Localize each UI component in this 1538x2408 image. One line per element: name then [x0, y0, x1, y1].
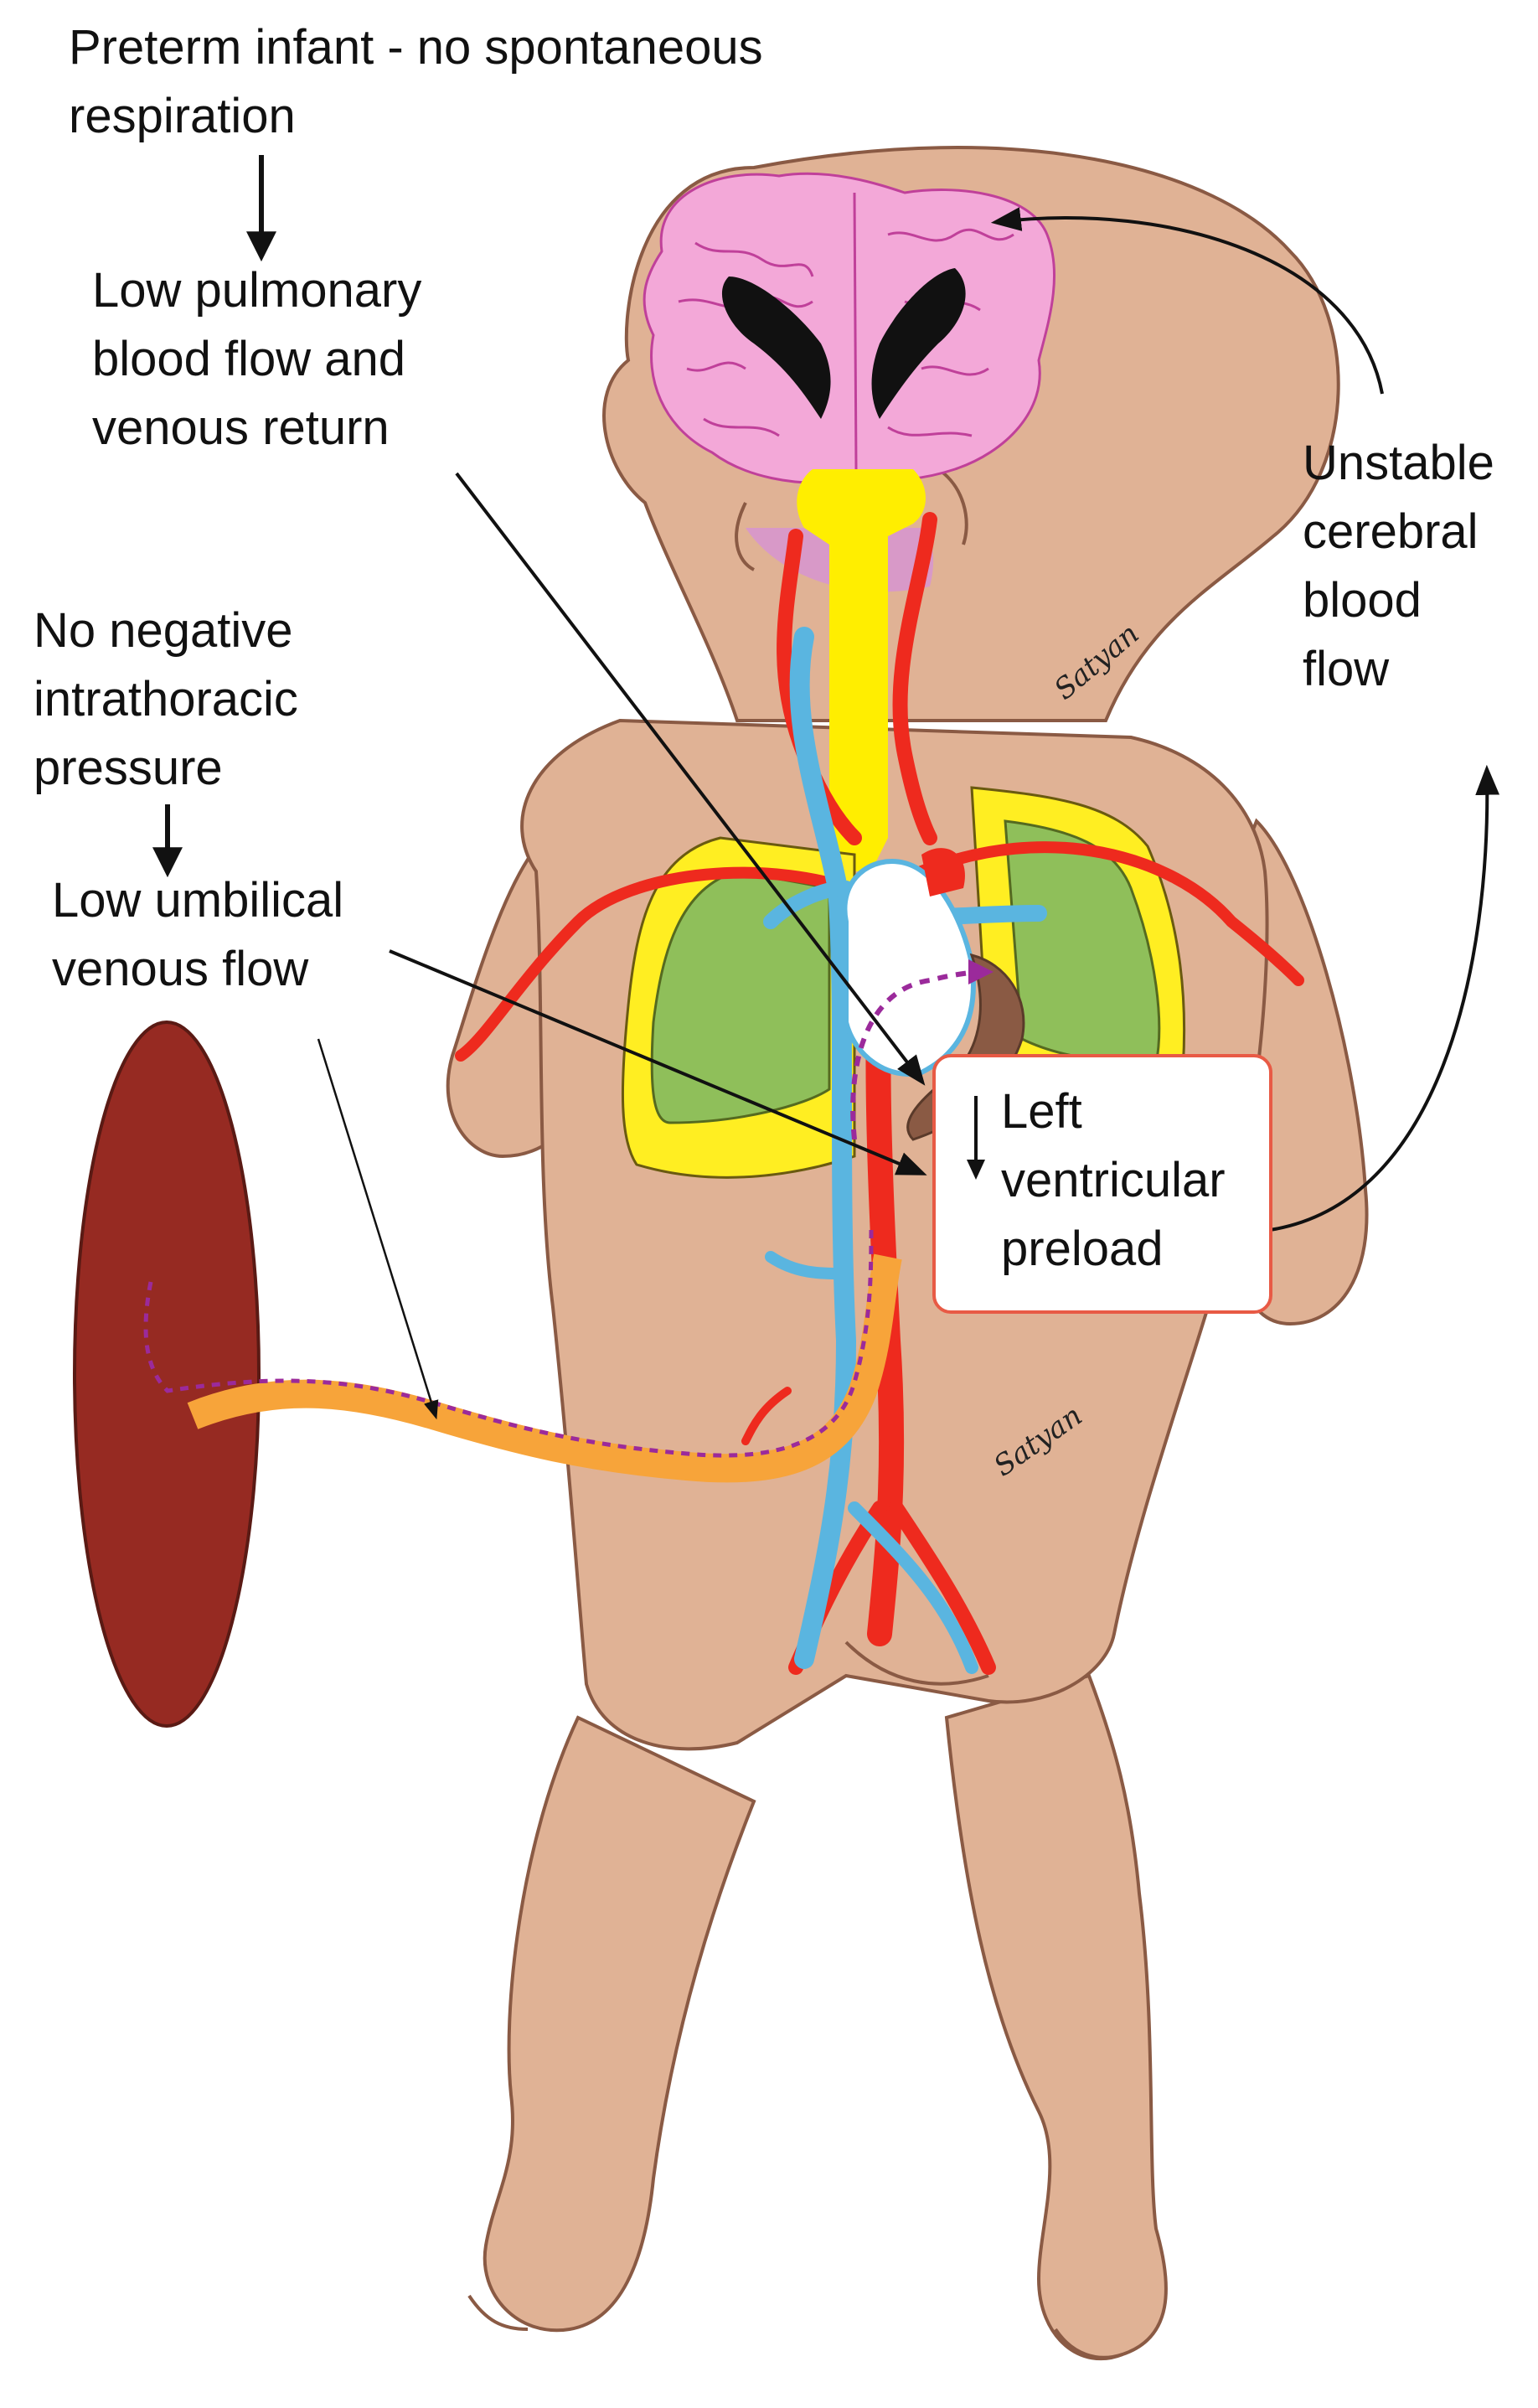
preload-text: Left ventricular preload	[1001, 1077, 1226, 1284]
label-line: Low pulmonary	[92, 263, 422, 318]
label-line: intrathoracic	[34, 672, 298, 726]
label-line: Low umbilical	[52, 873, 344, 928]
label-no-negative-pressure: No negative intrathoracic pressure	[34, 597, 298, 803]
label-line: venous flow	[52, 942, 309, 996]
label-line: pressure	[34, 741, 223, 795]
arrow-cerebral-to-brain	[990, 207, 1384, 395]
label-line: preload	[1001, 1222, 1164, 1276]
decrease-arrow-icon	[967, 1096, 985, 1180]
label-unstable-cerebral-flow: Unstable cerebral blood flow	[1303, 429, 1494, 704]
label-line: blood flow and	[92, 332, 406, 386]
umbilical-cord	[187, 1253, 902, 1483]
label-line: Unstable	[1303, 436, 1494, 490]
label-line: respiration	[69, 89, 296, 143]
arrow-preload-to-cerebral	[1256, 764, 1500, 1233]
lung-left	[650, 870, 831, 1124]
label-line: Preterm infant - no spontaneous	[69, 20, 763, 75]
ventricle-right	[871, 268, 966, 419]
ventricle-left	[721, 276, 831, 419]
body-outline-details	[467, 468, 1123, 2359]
lungs	[621, 786, 1186, 1179]
left-ventricular-preload-box: Left ventricular preload	[932, 1054, 1272, 1314]
label-preterm-infant: Preterm infant - no spontaneous respirat…	[69, 13, 763, 151]
annotation-arrows	[152, 155, 1500, 1420]
label-line: cerebral	[1303, 504, 1479, 559]
label-line: No negative	[34, 603, 293, 658]
spinal-cord	[797, 469, 926, 871]
ductal-flow-path	[850, 959, 994, 1140]
label-line: Left	[1001, 1084, 1082, 1139]
label-line: ventricular	[1001, 1153, 1226, 1207]
label-low-pulmonary-flow: Low pulmonary blood flow and venous retu…	[92, 256, 421, 462]
label-line: flow	[1303, 642, 1390, 696]
arrow-umbilical-to-preload	[389, 949, 927, 1176]
label-line: venous return	[92, 400, 390, 455]
umbilical-flow-path	[143, 1222, 874, 1458]
arrow-placenta-to-cord	[317, 1038, 439, 1420]
arrow-pulmonary-to-preload	[455, 472, 926, 1086]
label-line: blood	[1303, 573, 1422, 628]
placenta	[73, 1021, 261, 1728]
label-low-umbilical-flow: Low umbilical venous flow	[52, 866, 343, 1004]
